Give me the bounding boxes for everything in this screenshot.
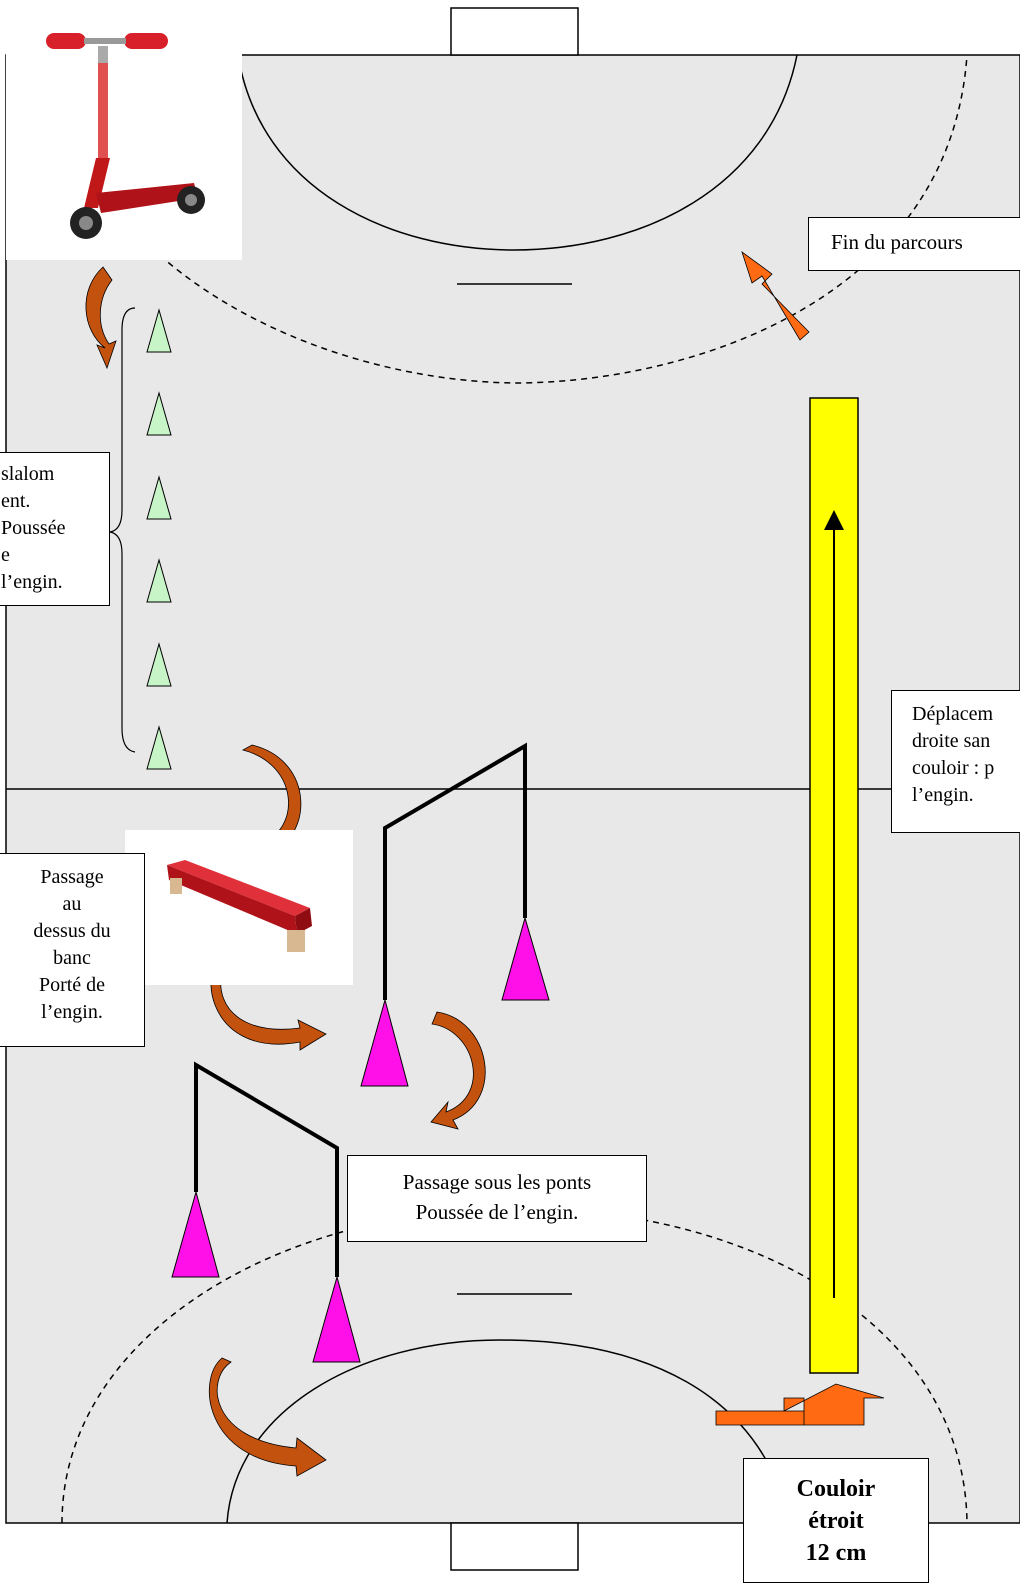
couloir-line-1: Couloir <box>796 1476 876 1502</box>
goal-bottom <box>450 1522 579 1571</box>
corridor-width-label: Couloir étroit 12 cm <box>743 1458 929 1583</box>
cone-icon <box>146 391 172 436</box>
slalom-cones <box>146 308 172 770</box>
bridge-2 <box>194 1061 339 1277</box>
bridge-1 <box>383 742 527 1000</box>
couloir-line-2: étroit <box>808 1508 864 1534</box>
end-of-course-label: Fin du parcours <box>808 217 1020 271</box>
banc-line-2: au <box>62 893 82 915</box>
cone-icon <box>146 558 172 603</box>
slalom-line-1: slalom <box>1 463 55 485</box>
banc-line-5: Porté de <box>38 974 106 996</box>
bench-label: Passage au dessus du banc Porté de l’eng… <box>0 853 145 1047</box>
bench-image <box>125 830 353 985</box>
couloir-line-3: 12 cm <box>805 1540 867 1566</box>
goal-top <box>450 7 579 56</box>
scooter-image <box>6 8 242 260</box>
scooter-drawing <box>46 33 205 239</box>
cone-icon <box>146 725 172 770</box>
cone-icon <box>501 916 550 1001</box>
slalom-label: slalom ent. Poussée e l’engin. <box>0 452 110 606</box>
corridor-instruction-label: Déplacem droite san couloir : p l’engin. <box>891 690 1020 833</box>
end-of-course-text: Fin du parcours <box>831 230 963 254</box>
deplacement-line-2: droite san <box>912 730 991 752</box>
bridges-label: Passage sous les ponts Poussée de l’engi… <box>347 1155 647 1242</box>
slalom-line-4: e <box>1 544 10 566</box>
cone-icon <box>146 642 172 687</box>
banc-line-3: dessus du <box>33 920 111 942</box>
goal-area-top <box>237 54 798 251</box>
banc-line-6: l’engin. <box>41 1001 103 1023</box>
slalom-line-3: Poussée <box>1 517 66 539</box>
slalom-line-5: l’engin. <box>1 571 63 593</box>
bridge-cones <box>171 916 550 1363</box>
ponts-line-2: Poussée de l’engin. <box>415 1200 579 1224</box>
ponts-line-1: Passage sous les ponts <box>402 1170 592 1194</box>
straight-arrow-icon <box>715 1383 885 1426</box>
slalom-brace <box>109 307 136 753</box>
curved-arrow-icon <box>209 1357 327 1477</box>
deplacement-line-4: l’engin. <box>912 784 974 806</box>
bench-drawing <box>167 860 312 952</box>
cone-icon <box>146 475 172 520</box>
slalom-line-2: ent. <box>1 490 31 512</box>
banc-line-4: banc <box>53 947 91 969</box>
cone-icon <box>360 998 409 1087</box>
deplacement-line-1: Déplacem <box>912 703 994 725</box>
curved-arrow-icon <box>430 1011 486 1130</box>
cone-icon <box>146 308 172 353</box>
slalom-label-clip: slalom ent. Poussée e l’engin. <box>0 452 110 606</box>
cone-icon <box>312 1275 361 1363</box>
banc-line-1: Passage <box>40 866 104 888</box>
cone-icon <box>171 1190 220 1278</box>
curved-arrow-icon <box>85 266 117 370</box>
straight-arrow-icon <box>741 250 810 341</box>
deplacement-line-3: couloir : p <box>912 757 995 779</box>
